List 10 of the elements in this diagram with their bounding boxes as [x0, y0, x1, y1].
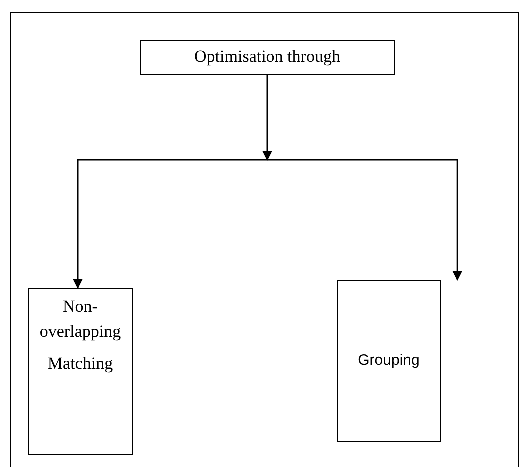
process-box [140, 40, 395, 75]
box-label: Matching [46, 353, 114, 376]
arrow [262, 75, 272, 161]
process-box [337, 280, 441, 442]
box-label: Non-overlapping [38, 296, 122, 343]
box-label: Grouping [358, 351, 420, 372]
box-label: Optimisation through [194, 46, 340, 68]
process-box [28, 288, 133, 455]
arrow [73, 159, 268, 289]
arrow [268, 159, 463, 281]
